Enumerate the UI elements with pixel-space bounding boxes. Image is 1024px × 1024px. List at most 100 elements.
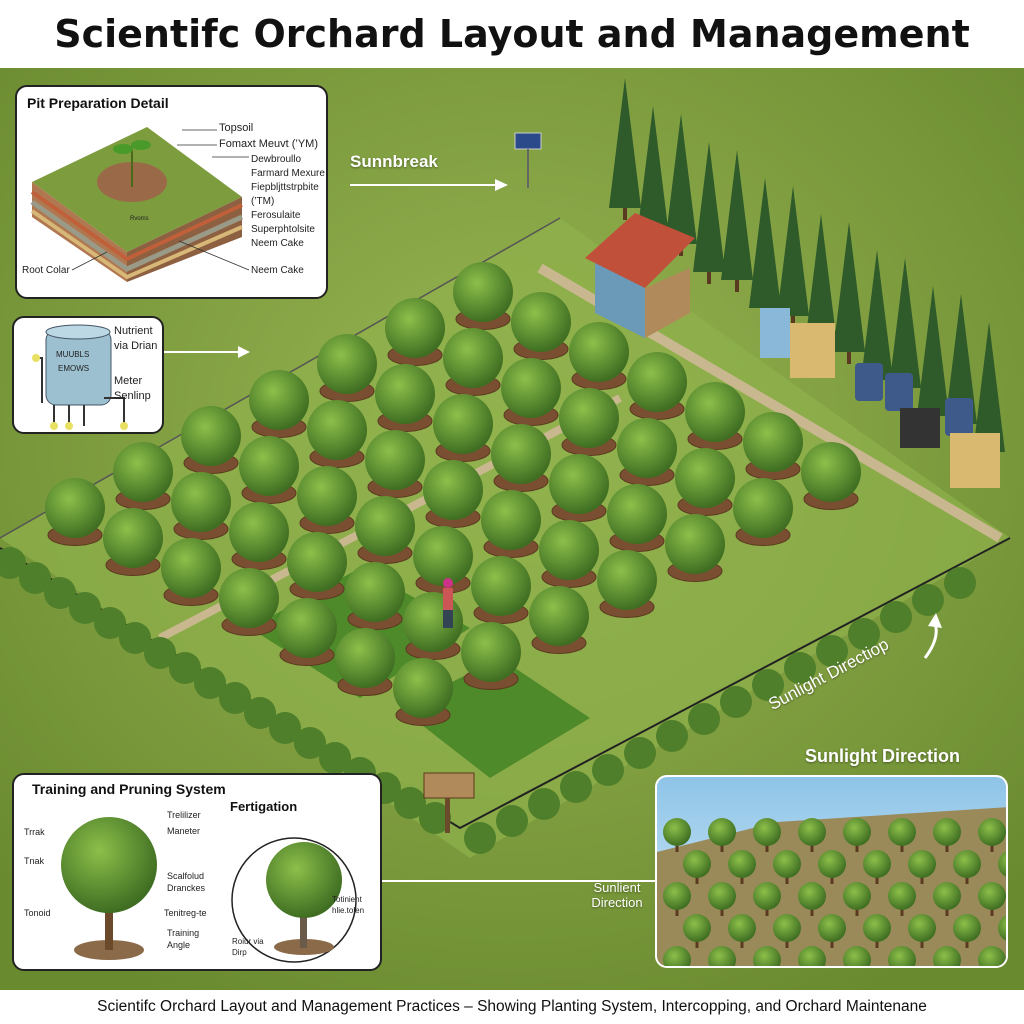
fruit-tree <box>355 496 415 564</box>
nutrient-label: Nutrient via Drian <box>114 325 158 352</box>
pit-label: Ferosulaite <box>251 210 301 221</box>
training-label: Tenitreg-te <box>164 908 207 918</box>
fruit-tree <box>307 400 367 468</box>
hedge-bush <box>194 667 226 699</box>
fruit-tree <box>569 322 629 390</box>
orchard-sign <box>423 772 475 833</box>
hedge-bush <box>19 562 51 594</box>
fruit-tree <box>491 424 551 492</box>
fruit-tree <box>219 568 279 636</box>
fruit-tree <box>181 406 241 474</box>
windbreak-conifer <box>777 186 809 328</box>
fruit-tree <box>471 556 531 624</box>
hillside-tree <box>708 818 736 852</box>
fruit-tree <box>539 520 599 588</box>
hillside-tree <box>663 946 691 966</box>
training-pruning-inset: Training and Pruning System Fertigation … <box>12 773 382 971</box>
training-label: Tnak <box>24 856 45 866</box>
orchard-scene: Sunnbreak Sunlight Directiop Sunlight Di… <box>0 68 1024 990</box>
hillside-tree <box>863 850 891 884</box>
hillside-tree <box>953 850 981 884</box>
hillside-tree <box>998 915 1006 941</box>
farmer <box>443 578 453 628</box>
fruit-tree <box>287 532 347 600</box>
hillside-tree <box>798 818 826 852</box>
tank-text: EMOWS <box>58 364 90 373</box>
hedge-bush <box>944 567 976 599</box>
arrow-icon <box>162 346 250 358</box>
training-label: Scalfolud Dranckes <box>167 871 206 894</box>
windbreak-conifer <box>721 150 753 292</box>
hedge-bush <box>269 712 301 744</box>
pit-label: Fomaxt Meuvt (’YM) <box>219 138 319 150</box>
hedge-bush <box>656 720 688 752</box>
hedge-bush <box>44 577 76 609</box>
fruit-tree <box>511 292 571 360</box>
training-label: Trelilizer <box>167 810 201 820</box>
hedge-bush <box>294 727 326 759</box>
fruit-tree <box>733 478 793 546</box>
hillside-tree <box>843 946 871 966</box>
hillside-tree <box>818 850 846 884</box>
hillside-tree <box>753 882 781 916</box>
hillside-tree <box>908 850 936 884</box>
soil-layers-illustration <box>30 127 250 282</box>
pit-label: Topsoil <box>219 122 254 134</box>
fruit-tree <box>453 262 513 330</box>
hedge-bush <box>592 754 624 786</box>
nutrient-tank-inset: MUUBLS EMOWS Nutrient via Drian Meter Se… <box>12 316 164 434</box>
hillside-tree <box>728 850 756 884</box>
pit-heading: Pit Preparation Detail <box>27 95 169 111</box>
hillside-tree <box>978 882 1006 916</box>
hillside-tree <box>888 882 916 916</box>
pit-label: Neem Cake <box>251 238 304 249</box>
hillside-tree <box>978 946 1006 966</box>
hedge-bush <box>119 622 151 654</box>
hillside-tree <box>843 882 871 916</box>
hedge-bush <box>319 742 351 774</box>
fruit-tree <box>317 334 377 402</box>
hillside-tree <box>663 818 691 852</box>
hillside-tree <box>998 851 1006 877</box>
fruit-tree <box>103 508 163 576</box>
sunbreak-label: Sunnbreak <box>350 152 438 171</box>
fruit-tree <box>229 502 289 570</box>
fruit-tree <box>365 430 425 498</box>
fruit-tree <box>461 622 521 690</box>
pit-label: Dewbroullo <box>251 154 302 165</box>
hillside-tree <box>908 914 936 948</box>
windbreak-conifer <box>693 142 725 284</box>
storage-barrels <box>760 308 1000 488</box>
fruit-tree <box>393 658 453 726</box>
hedge-bush <box>464 822 496 854</box>
fruit-tree <box>277 598 337 666</box>
fruit-tree <box>665 514 725 582</box>
fruit-tree <box>423 460 483 528</box>
fruit-tree <box>801 442 861 510</box>
training-label: Maneter <box>167 826 201 836</box>
sunlight-direction-label: Sunlight Direction <box>805 746 960 766</box>
pit-label: Neem Cake <box>251 265 304 276</box>
fruit-tree <box>627 352 687 420</box>
hedge-bush <box>69 592 101 624</box>
hillside-tree <box>663 882 691 916</box>
hillside-tree <box>818 914 846 948</box>
hillside-tree <box>888 946 916 966</box>
hillside-orchard-photo <box>655 775 1008 968</box>
hillside-tree <box>798 946 826 966</box>
pit-label: (’TM) <box>251 196 275 207</box>
pit-label: Root Colar <box>22 265 70 276</box>
hedge-bush <box>419 802 451 834</box>
page-title: Scientifc Orchard Layout and Management <box>0 0 1024 68</box>
fruit-tree <box>597 550 657 618</box>
hedge-bush <box>244 697 276 729</box>
hedge-bush <box>816 635 848 667</box>
fruit-tree <box>743 412 803 480</box>
hillside-tree <box>753 946 781 966</box>
shed <box>585 213 695 338</box>
hillside-tree <box>683 914 711 948</box>
hillside-orchard-image <box>657 777 1006 966</box>
hedge-bush <box>784 652 816 684</box>
fruit-tree <box>403 592 463 660</box>
hillside-tree <box>978 818 1006 852</box>
